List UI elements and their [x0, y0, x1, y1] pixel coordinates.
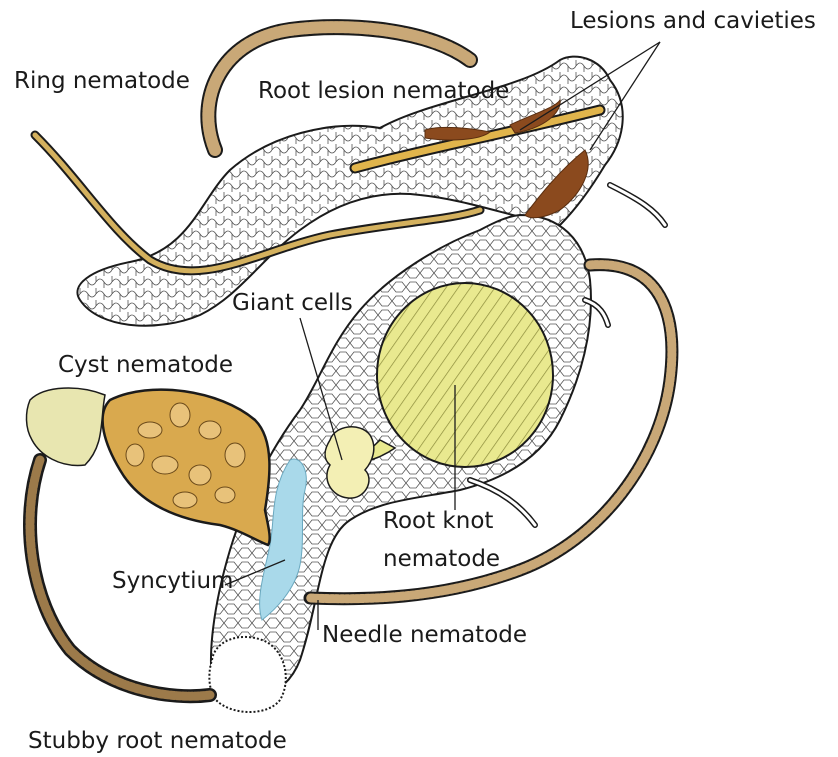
label-syncytium: Syncytium	[112, 568, 233, 594]
root-knot-gall	[377, 283, 553, 467]
label-stubby-root-nematode: Stubby root nematode	[28, 728, 287, 754]
label-root-knot-line2: nematode	[383, 546, 500, 572]
label-ring-nematode: Ring nematode	[14, 68, 190, 94]
label-root-knot-line1: Root knot	[383, 508, 493, 534]
giant-cells	[325, 427, 374, 498]
label-giant-cells: Giant cells	[232, 290, 353, 316]
label-needle-nematode: Needle nematode	[322, 622, 527, 648]
label-lesions-and-cavities: Lesions and cavieties	[570, 8, 816, 34]
root-tip	[209, 637, 285, 712]
label-root-lesion-nematode: Root lesion nematode	[258, 78, 509, 104]
label-cyst-nematode: Cyst nematode	[58, 352, 233, 378]
rootlet-right-1	[610, 185, 665, 225]
